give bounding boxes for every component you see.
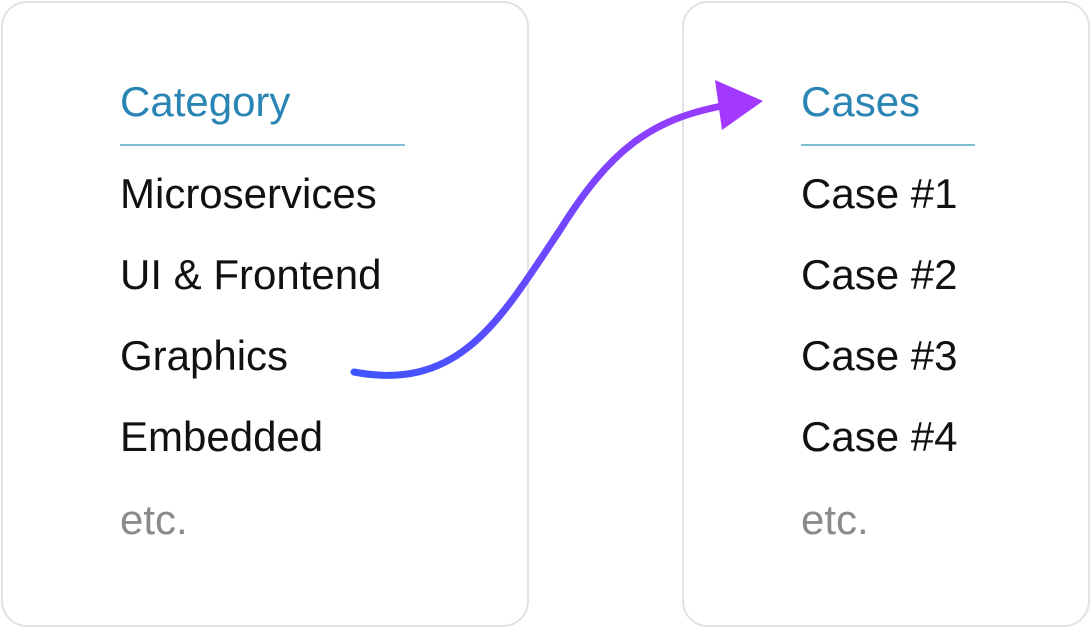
cases-header: Cases — [801, 78, 921, 125]
case-item-1: Case #1 — [801, 170, 958, 217]
category-item-etc: etc. — [120, 496, 188, 543]
category-item-graphics: Graphics — [120, 332, 289, 379]
case-item-3: Case #3 — [801, 332, 958, 379]
category-item-ui-frontend: UI & Frontend — [120, 251, 382, 298]
case-item-2: Case #2 — [801, 251, 958, 298]
category-item-microservices: Microservices — [120, 170, 377, 217]
cases-divider — [801, 144, 975, 146]
case-item-4: Case #4 — [801, 413, 958, 460]
category-item-embedded: Embedded — [120, 413, 324, 460]
category-header: Category — [120, 78, 291, 125]
case-item-etc: etc. — [801, 496, 869, 543]
category-divider — [120, 144, 405, 146]
